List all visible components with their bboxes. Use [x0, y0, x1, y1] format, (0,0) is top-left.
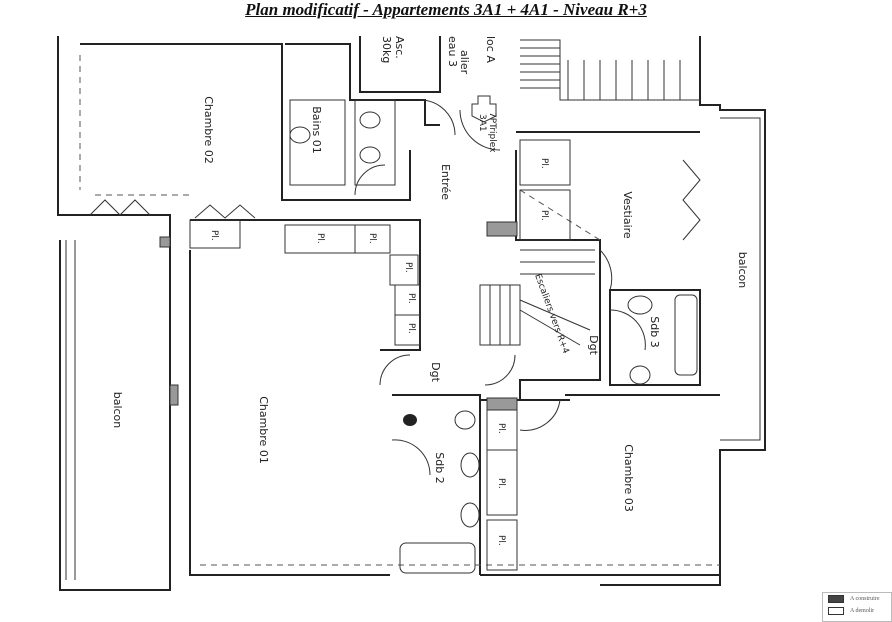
label-dgt-left: Dgt: [429, 362, 442, 382]
label-palier: alier: [458, 50, 471, 75]
entry-arrow-icon: [471, 95, 497, 123]
closet-label: Pl.: [496, 423, 506, 434]
label-entry-apt: 3A1: [477, 114, 487, 132]
label-sdb-2: Sdb 2: [433, 452, 446, 483]
room-labels: Chambre 02 Bains 01 Asc. 30kg alier eau …: [111, 36, 749, 512]
label-sdb-3: Sdb 3: [648, 316, 661, 347]
label-bloc: loc A: [484, 36, 497, 63]
fixtures: [289, 111, 698, 574]
plan-title: Plan modificatif - Appartements 3A1 + 4A…: [0, 0, 892, 20]
label-asc: Asc.: [393, 36, 406, 59]
label-balcon-right: balcon: [736, 252, 749, 289]
label-entree: Entrée: [439, 164, 452, 200]
closet-label: Pl.: [539, 158, 549, 169]
legend: A construire A demolir: [822, 592, 892, 622]
closet-label: Pl.: [403, 262, 413, 273]
closet-label: Pl.: [406, 293, 416, 304]
legend-swatch-construire: [828, 595, 844, 603]
label-chambre-02: Chambre 02: [202, 96, 215, 164]
label-palier-level: eau 3: [446, 36, 459, 67]
label-entry-code: 7PTriplex: [487, 112, 497, 153]
closet-label: Pl.: [406, 323, 416, 334]
walls: [57, 36, 766, 591]
label-bains-01: Bains 01: [310, 106, 323, 154]
closet-label: Pl.: [496, 535, 506, 546]
closet-label: Pl.: [367, 233, 377, 244]
plan-title-text: Plan modificatif - Appartements 3A1 + 4A…: [245, 0, 647, 19]
legend-item-demolir: A demolir: [828, 605, 891, 617]
stairs: [479, 39, 700, 346]
closet-label: Pl.: [315, 233, 325, 244]
legend-label: A construire: [850, 596, 880, 602]
closet-label: Pl.: [539, 210, 549, 221]
closet-label: Pl.: [209, 230, 219, 241]
label-asc-load: 30kg: [380, 36, 393, 63]
label-balcon-left: balcon: [111, 392, 124, 429]
legend-label: A demolir: [850, 608, 875, 614]
label-dgt-right: Dgt: [587, 335, 600, 355]
label-escaliers: Escaliers vers R+4: [532, 273, 570, 356]
closet-label: Pl.: [496, 478, 506, 489]
doors: [89, 99, 701, 476]
label-chambre-03: Chambre 03: [622, 444, 635, 512]
legend-item-construire: A construire: [828, 593, 891, 605]
closets: [189, 139, 571, 571]
closet-labels: Pl. Pl. Pl. Pl. Pl. Pl. Pl. Pl. Pl. Pl. …: [209, 158, 549, 546]
label-chambre-01: Chambre 01: [257, 396, 270, 464]
new-walls: [159, 221, 518, 411]
label-vestiaire: Vestiaire: [621, 191, 634, 239]
legend-swatch-demolir: [828, 607, 844, 615]
